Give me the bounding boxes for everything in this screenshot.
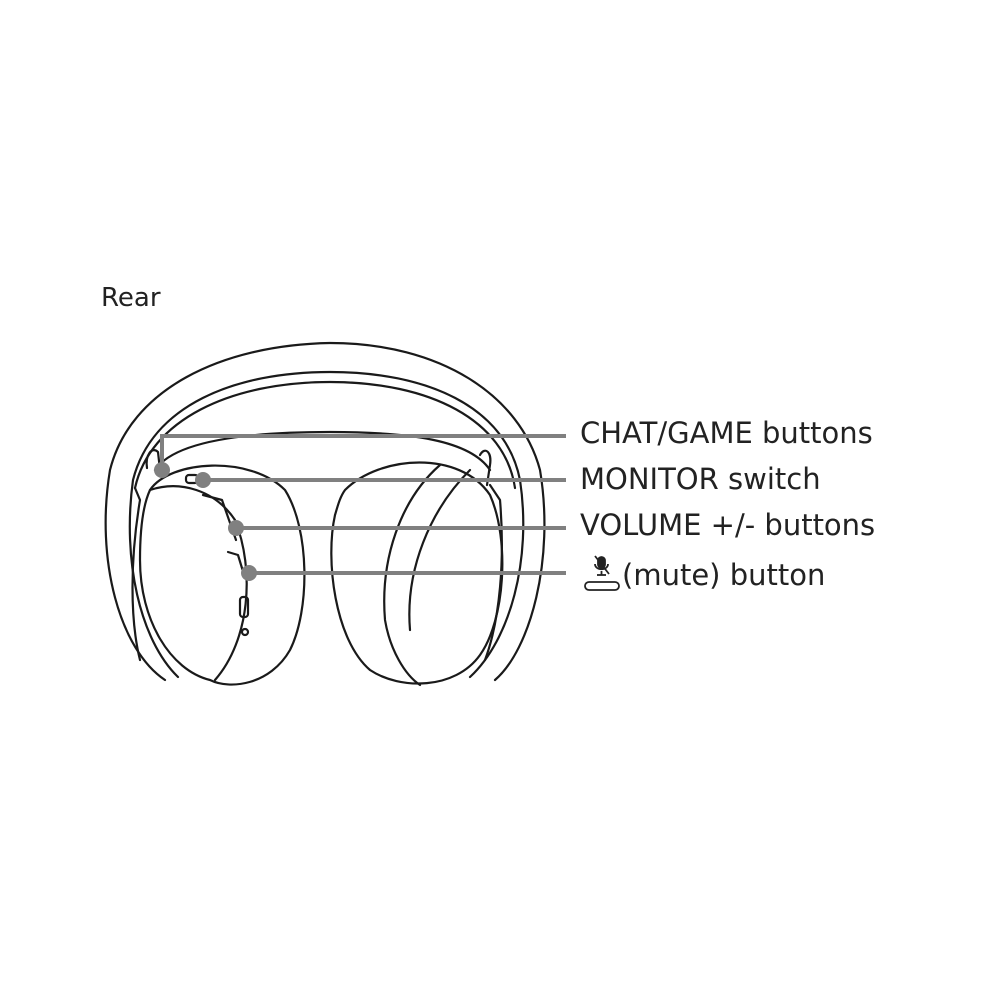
callout-label-chat-game: CHAT/GAME buttons [580,416,873,450]
headband-outer [104,341,546,682]
callout-line-chat-game [160,434,566,470]
callout-dot-monitor [195,472,211,488]
headband-inner-rim [128,370,525,679]
callout-dot-mute [241,565,257,581]
callout-dot-chat-game [154,462,170,478]
left-earcup [138,464,306,686]
callout-label-volume: VOLUME +/- buttons [580,508,876,542]
mute-label-text: (mute) button [622,558,826,592]
callout-label-monitor: MONITOR switch [580,462,821,496]
mute-mic-icon [584,555,620,591]
view-label: Rear [101,283,161,313]
callout-label-mute: (mute) button [582,555,825,592]
callout-dot-volume [228,520,244,536]
right-earcup [330,461,504,685]
